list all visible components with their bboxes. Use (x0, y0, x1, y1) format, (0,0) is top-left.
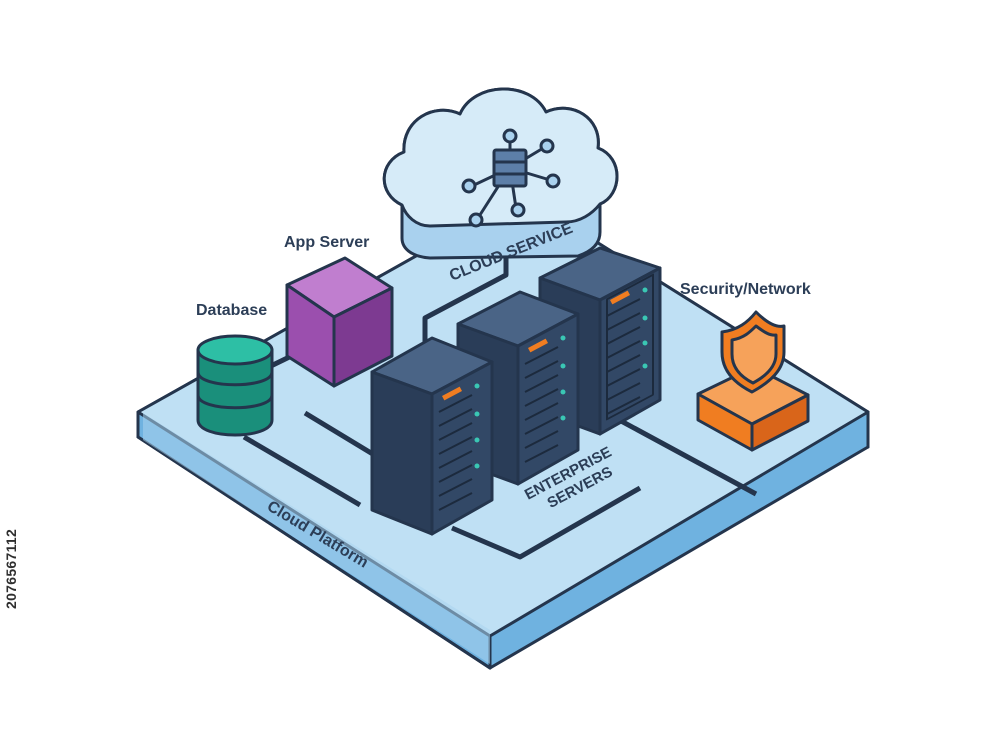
server-rack-1 (370, 336, 494, 536)
cloud-icon: CLOUD SERVICE (382, 87, 619, 285)
server-vents (438, 298, 641, 511)
stock-id: 207656711​2 (3, 528, 19, 609)
server-rack-icon (370, 246, 662, 536)
network-hub-icon (461, 128, 561, 228)
server-leds (442, 287, 648, 469)
security-network-label: Security/Network (680, 281, 811, 298)
app-server-label: App Server (284, 234, 369, 251)
security-device (696, 310, 810, 452)
database-icon (196, 334, 274, 437)
network-lines (238, 229, 758, 560)
shield-icon (720, 310, 786, 394)
app-server-cube-icon (285, 256, 394, 388)
database-label: Database (196, 302, 267, 319)
